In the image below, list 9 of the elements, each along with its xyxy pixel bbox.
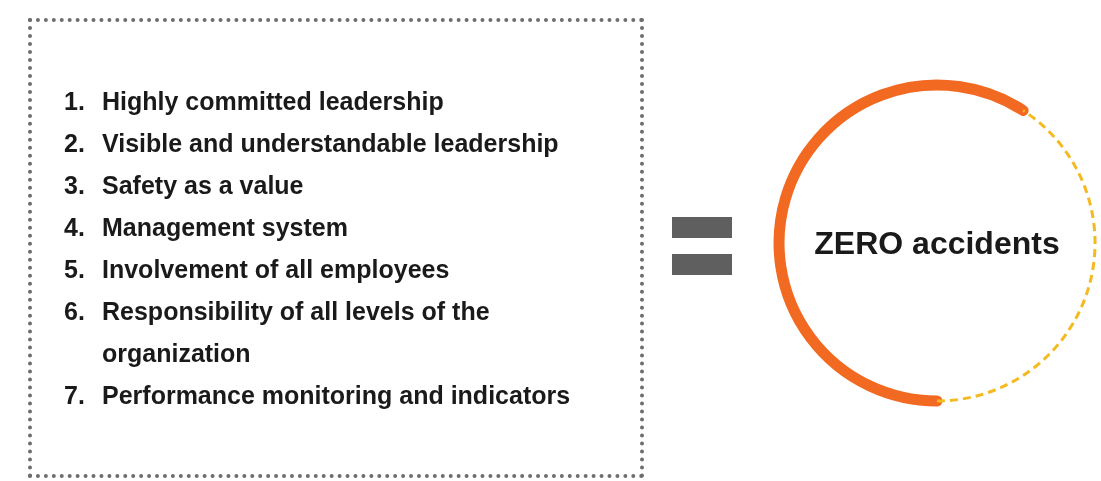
list-item: 7. Performance monitoring and indicators (64, 380, 572, 411)
circle-label: ZERO accidents (814, 224, 1060, 262)
list-item: 5. Involvement of all employees (64, 254, 451, 285)
list-item: 2. Visible and understandable leadership (64, 128, 560, 159)
list-item: 4. Management system (64, 212, 349, 243)
dotted-frame (28, 18, 644, 478)
list-item: 3. Safety as a value (64, 170, 305, 201)
list-item: 1. Highly committed leadership (64, 86, 445, 117)
list-item: 6. Responsibility of all levels of the organization (64, 296, 491, 369)
